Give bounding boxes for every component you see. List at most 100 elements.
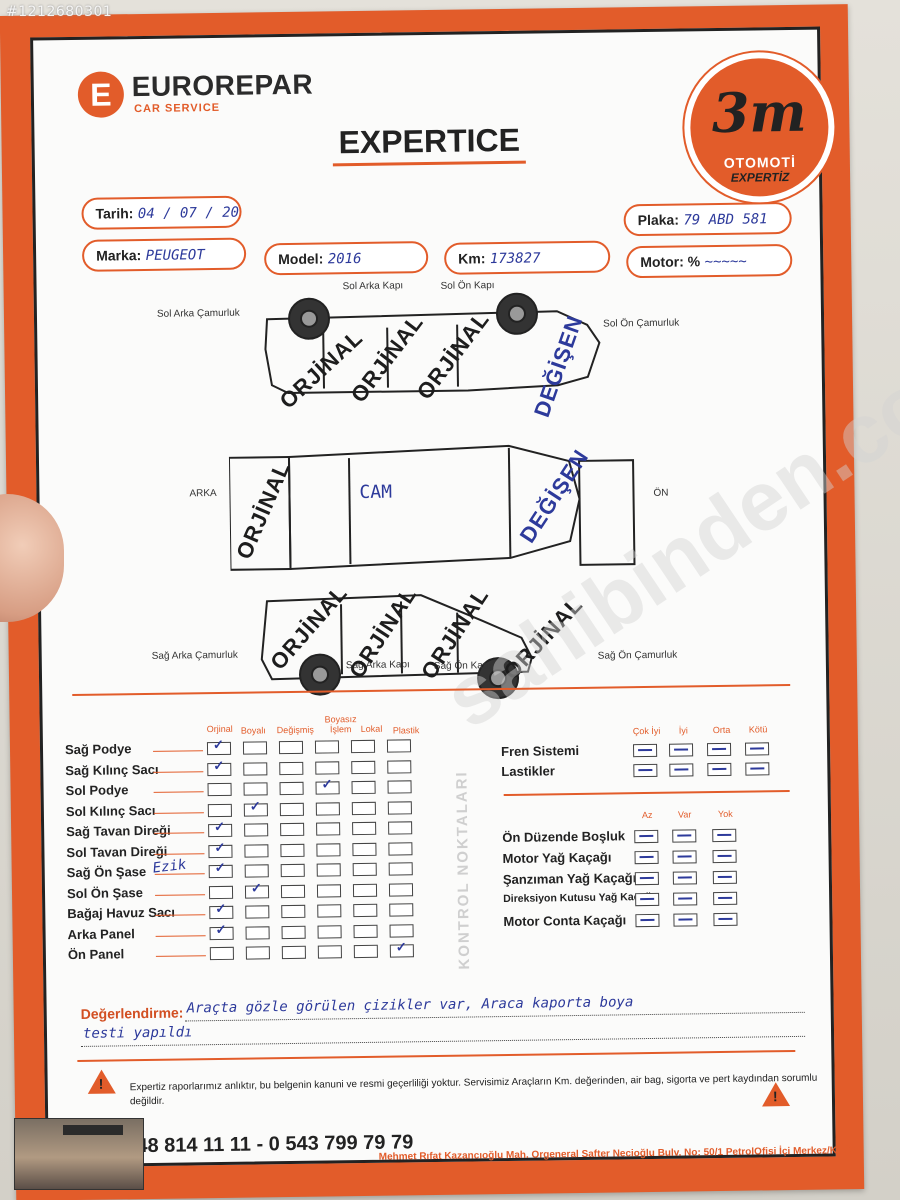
dealer-photo-thumbnail	[14, 1118, 144, 1190]
body-checkbox[interactable]	[207, 803, 232, 817]
body-checkbox[interactable]	[280, 863, 305, 878]
body-checkbox[interactable]	[279, 761, 304, 775]
body-row-label: Sağ Tavan Direği	[66, 822, 171, 840]
body-row-label: Sağ Kılınç Sacı	[65, 761, 159, 778]
body-checkbox[interactable]	[386, 739, 412, 753]
label-sag-arka-camurluk: Sağ Arka Çamurluk	[151, 649, 238, 662]
body-checkbox[interactable]	[316, 842, 341, 857]
body-checkbox[interactable]	[281, 945, 306, 960]
body-checkbox[interactable]	[245, 946, 270, 960]
body-checkbox[interactable]	[244, 843, 269, 858]
body-checkbox[interactable]	[244, 823, 269, 837]
check-mark-icon: ✓	[250, 879, 262, 896]
date-label: Tarih:	[95, 205, 134, 222]
body-checkbox[interactable]	[281, 904, 306, 919]
dash-mark	[674, 768, 689, 771]
body-checkbox[interactable]	[353, 903, 378, 918]
body-checkbox[interactable]	[388, 882, 414, 897]
body-row-leader	[155, 893, 206, 896]
leak-header-az: Az	[641, 809, 653, 821]
plate-value: 79 ABD 581	[683, 211, 768, 229]
dash-mark	[712, 747, 727, 750]
brand-name: EUROREPAR	[131, 68, 314, 103]
motor-label: Motor: %	[640, 253, 701, 271]
check-mark-icon: ✓	[214, 839, 226, 855]
body-checkbox[interactable]	[280, 884, 306, 898]
dash-mark	[640, 897, 655, 900]
body-checkbox[interactable]	[316, 822, 341, 836]
body-checkbox[interactable]	[317, 924, 342, 939]
footer-divider	[77, 1049, 796, 1062]
body-checkbox[interactable]	[207, 782, 232, 797]
body-checkbox[interactable]	[279, 802, 304, 816]
check-mark-icon: ✓	[395, 939, 407, 955]
body-checkbox[interactable]	[387, 759, 412, 774]
brand-label: Marka:	[96, 247, 142, 264]
body-checkbox[interactable]	[351, 760, 376, 774]
body-row-label: Sol Ön Şase	[66, 884, 143, 901]
km-field: Km: 173827	[443, 240, 611, 275]
body-checkbox[interactable]	[208, 885, 234, 899]
body-checkbox[interactable]	[352, 821, 377, 836]
body-checkbox[interactable]	[278, 740, 304, 755]
body-checkbox[interactable]	[280, 822, 305, 837]
body-checkbox[interactable]	[280, 843, 305, 857]
body-checkbox[interactable]	[245, 905, 270, 919]
body-checkbox[interactable]	[243, 782, 268, 796]
body-checkbox[interactable]	[389, 923, 414, 938]
check-mark-icon: ✓	[213, 757, 225, 773]
leak-row-label: Direksiyon Kutusu Yağ Kaçağı	[503, 890, 655, 906]
body-row-leader	[153, 750, 204, 752]
leak-row-label: Motor Conta Kaçağı	[503, 912, 627, 930]
body-checkbox[interactable]	[388, 862, 413, 876]
dash-mark	[678, 897, 693, 900]
body-checkbox[interactable]	[209, 946, 234, 961]
disclaimer-text: Expertiz raporlarımız anlıktır, bu belge…	[129, 1072, 818, 1108]
body-checkbox[interactable]	[316, 883, 342, 898]
body-checkbox[interactable]	[242, 741, 268, 755]
report-content-area: E EUROREPAR CAR SERVICE EXPERTICE 3m OTO…	[30, 26, 900, 1168]
body-checkbox[interactable]	[281, 925, 306, 939]
body-checkbox[interactable]	[245, 925, 270, 940]
body-row-leader	[153, 770, 204, 773]
dash-mark	[639, 855, 654, 858]
check-mark-icon: ✓	[212, 736, 224, 753]
body-checkbox[interactable]	[314, 740, 340, 754]
mech-header-iyi: İyi	[678, 725, 688, 736]
body-checkbox[interactable]	[317, 945, 342, 959]
dash-mark	[750, 747, 765, 750]
body-checkbox[interactable]	[351, 801, 376, 815]
body-checkbox[interactable]	[244, 864, 269, 878]
body-checkbox[interactable]	[388, 821, 413, 835]
body-checkbox[interactable]	[388, 841, 413, 856]
body-checkbox[interactable]	[315, 760, 340, 775]
body-checkbox[interactable]	[243, 761, 268, 776]
body-checkbox[interactable]	[315, 801, 340, 816]
label-sol-on-kapi: Sol Ön Kapı	[440, 280, 495, 292]
date-value: 04 / 07 / 2023	[137, 204, 242, 223]
body-row-label: Bağaj Havuz Sacı	[67, 904, 176, 922]
body-checkbox[interactable]	[352, 862, 377, 877]
dash-mark	[750, 767, 765, 770]
dash-mark	[718, 896, 733, 899]
evaluation-label: Değerlendirme:	[80, 1004, 184, 1022]
dash-mark	[677, 834, 692, 837]
leak-row-label: Ön Düzende Boşluk	[502, 828, 626, 846]
body-checkbox[interactable]	[317, 904, 342, 918]
body-checkbox[interactable]	[351, 780, 376, 795]
body-checkbox[interactable]	[350, 739, 376, 754]
badge-name: OTOMOTİ	[723, 153, 797, 171]
body-checkbox[interactable]	[279, 781, 304, 796]
address-text: Mehmet Rıfat Kazancıoğlu Mah. Orgeneral …	[378, 1145, 856, 1163]
body-checkbox[interactable]	[352, 883, 378, 897]
body-checkbox[interactable]	[353, 944, 378, 959]
body-checkbox[interactable]	[387, 780, 412, 794]
body-checkbox[interactable]	[387, 800, 412, 815]
body-checkbox[interactable]	[316, 863, 341, 877]
body-checkbox[interactable]	[389, 903, 414, 917]
body-checkbox[interactable]	[352, 842, 377, 856]
badge-mark: 3m	[711, 79, 807, 146]
body-checkbox[interactable]	[353, 924, 378, 938]
body-row-leader	[155, 934, 206, 937]
